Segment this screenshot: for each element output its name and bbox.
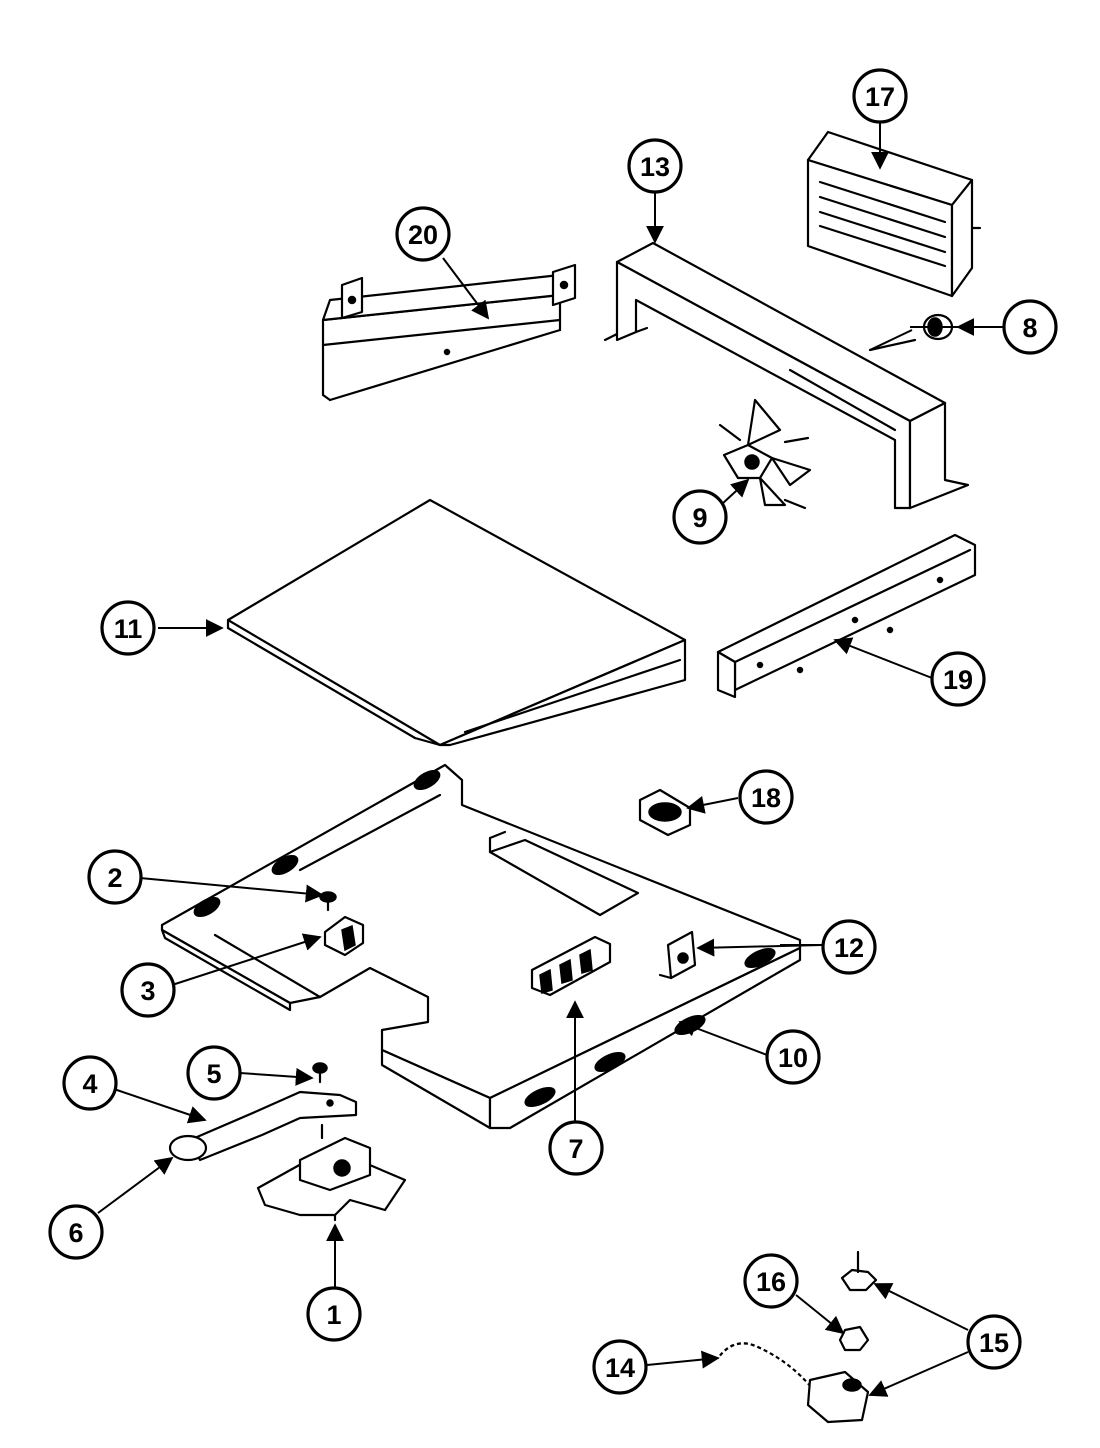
part-4-lever-arm bbox=[188, 1090, 358, 1162]
part-7-terminal-block bbox=[530, 935, 612, 997]
part-17-vent-grille bbox=[806, 130, 982, 298]
callout-number: 14 bbox=[605, 1353, 635, 1383]
callout-number: 9 bbox=[692, 503, 707, 533]
callout-number: 8 bbox=[1022, 313, 1037, 343]
callout-number: 13 bbox=[640, 152, 670, 182]
part-12-mount-bracket bbox=[658, 930, 697, 980]
callout-19: 19 bbox=[930, 651, 986, 707]
callout-18: 18 bbox=[738, 769, 794, 825]
callout-20: 20 bbox=[395, 206, 451, 262]
callout-1: 1 bbox=[306, 1286, 362, 1342]
part-11-shelf-panel bbox=[226, 498, 687, 747]
callout-number: 7 bbox=[568, 1134, 583, 1164]
callout-15: 15 bbox=[966, 1314, 1022, 1370]
callout-7: 7 bbox=[548, 1120, 604, 1176]
callout-16: 16 bbox=[743, 1253, 799, 1309]
part-6-knob bbox=[168, 1134, 208, 1162]
part-10-base-pan bbox=[160, 763, 802, 1130]
part-20-bracket bbox=[321, 263, 577, 402]
callout-8: 8 bbox=[1002, 299, 1058, 355]
part-19-rail bbox=[716, 533, 977, 699]
callout-number: 19 bbox=[943, 665, 973, 695]
callout-10: 10 bbox=[765, 1029, 821, 1085]
callout-14: 14 bbox=[592, 1339, 648, 1395]
part-13-duct-channel bbox=[603, 241, 970, 510]
part-15-seal-ring bbox=[840, 1250, 878, 1292]
part-1-latch-assembly bbox=[256, 1123, 407, 1222]
callout-number: 4 bbox=[82, 1069, 97, 1099]
callout-12: 12 bbox=[821, 919, 877, 975]
callout-number: 2 bbox=[107, 863, 122, 893]
part-5-screw bbox=[312, 1062, 328, 1084]
part-3-clip bbox=[323, 915, 365, 957]
callout-number: 15 bbox=[979, 1328, 1009, 1358]
callout-number: 11 bbox=[114, 614, 143, 644]
callout-number: 16 bbox=[756, 1267, 786, 1297]
callout-4: 4 bbox=[62, 1055, 118, 1111]
callout-number: 12 bbox=[834, 933, 864, 963]
callout-6: 6 bbox=[48, 1204, 104, 1260]
part-18-thermostat bbox=[638, 788, 692, 837]
callout-17: 17 bbox=[852, 68, 908, 124]
callout-number: 10 bbox=[778, 1043, 808, 1073]
callout-number: 3 bbox=[140, 976, 155, 1006]
callout-3: 3 bbox=[120, 962, 176, 1018]
part-14-drain-hose bbox=[715, 1339, 870, 1424]
callout-number: 1 bbox=[326, 1300, 341, 1330]
callout-number: 18 bbox=[751, 783, 781, 813]
part-9-fan-motor bbox=[718, 398, 812, 510]
callout-5: 5 bbox=[186, 1045, 242, 1101]
callout-number: 5 bbox=[206, 1059, 221, 1089]
callout-11: 11 bbox=[100, 600, 156, 656]
callout-number: 20 bbox=[408, 220, 438, 250]
callout-number: 17 bbox=[865, 82, 895, 112]
callout-number: 6 bbox=[68, 1218, 83, 1248]
part-16-nut bbox=[838, 1325, 870, 1352]
callout-9: 9 bbox=[672, 489, 728, 545]
callout-2: 2 bbox=[87, 849, 143, 905]
callout-13: 13 bbox=[627, 138, 683, 194]
